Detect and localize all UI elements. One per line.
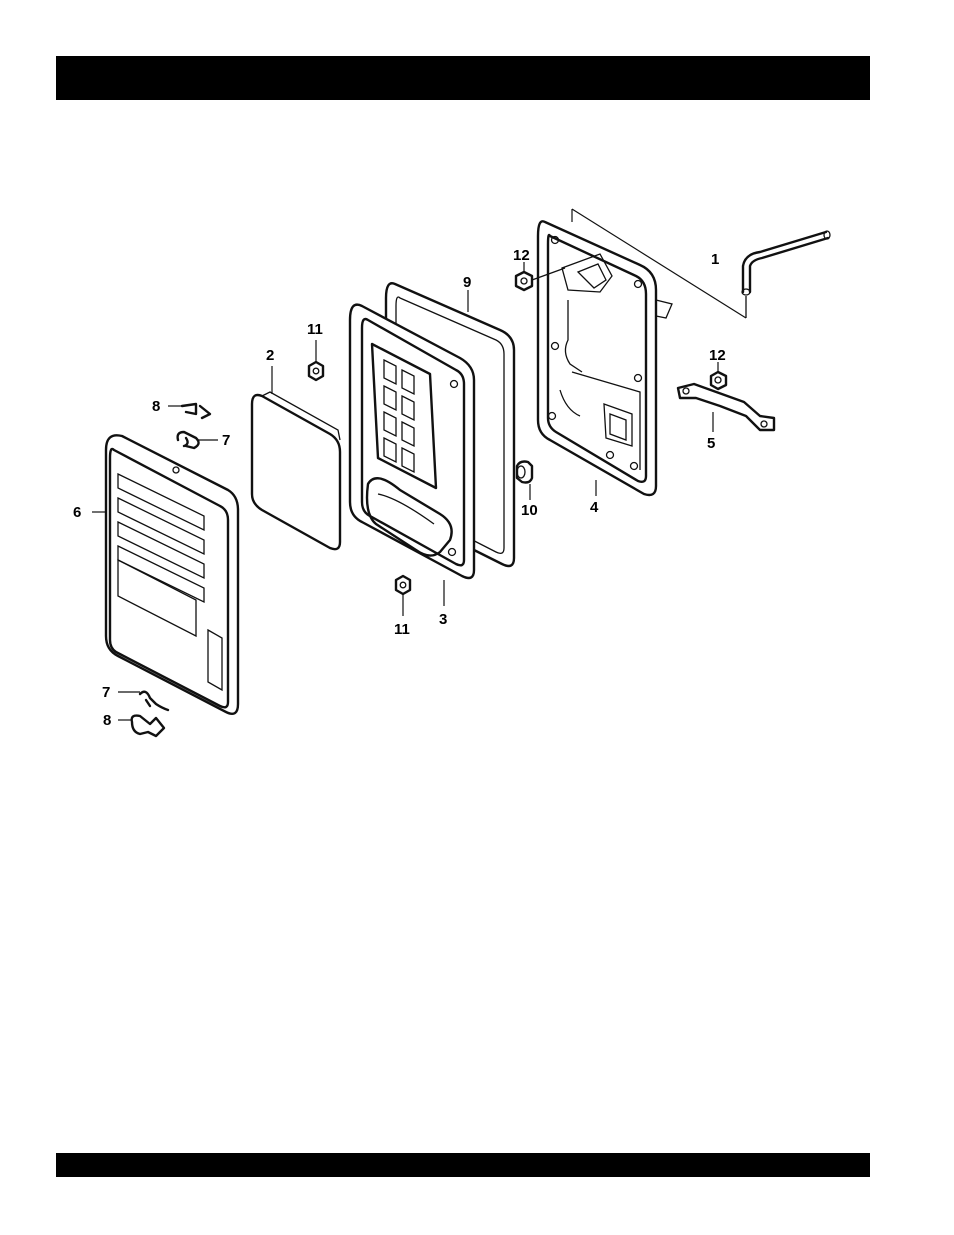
callout-7-upper: 7 [222,432,230,449]
callout-7-lower: 7 [102,684,110,701]
part-7-clip-lower [118,692,168,710]
callout-2: 2 [266,347,274,364]
callout-5: 5 [707,435,715,452]
part-3-element-frame [350,305,474,606]
part-6-cover [92,435,238,714]
part-12-nut-upper [516,262,565,290]
part-8-clip-upper [168,404,210,418]
callout-3: 3 [439,611,447,628]
callout-12-lower: 12 [709,347,726,364]
callout-11-upper: 11 [307,321,323,338]
callout-9: 9 [463,274,471,291]
part-11-nut-lower [396,576,410,616]
callout-8-lower: 8 [103,712,111,729]
callout-8-upper: 8 [152,398,160,415]
callout-6: 6 [73,504,81,521]
part-4-air-cleaner-case [538,221,672,496]
part-10-collar [517,462,532,501]
callout-11-lower: 11 [394,621,410,638]
part-12-nut-lower [711,362,726,389]
part-11-nut-upper [309,340,323,380]
part-5-bracket [678,384,774,432]
callout-4: 4 [590,499,599,516]
part-8-clip-lower [118,716,164,736]
part-7-clip-upper [178,432,218,448]
part-2-foam-element [252,366,340,549]
callout-10: 10 [521,502,538,519]
callout-12-upper: 12 [513,247,530,264]
callout-1: 1 [711,251,719,268]
